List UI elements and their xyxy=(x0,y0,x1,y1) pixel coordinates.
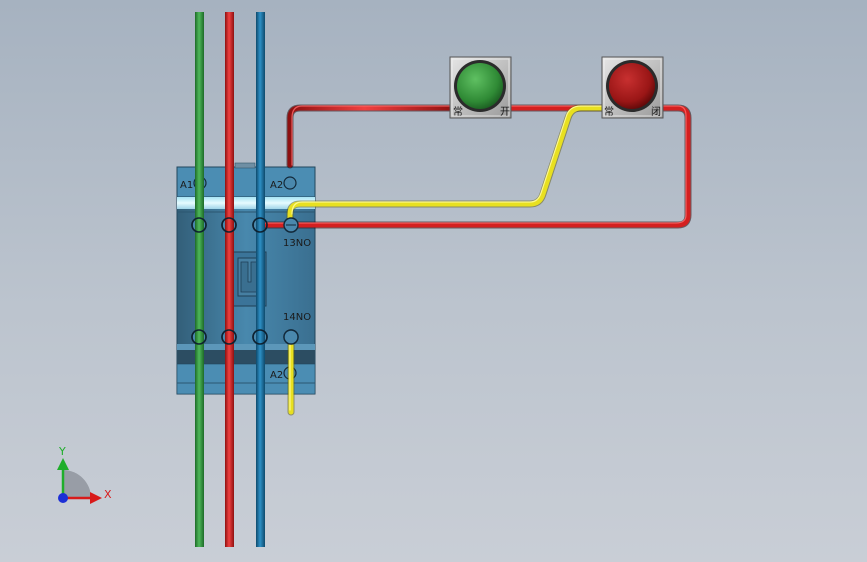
z-axis-origin-icon xyxy=(58,493,68,503)
wire-yellow-13no-to-red-button[interactable] xyxy=(287,105,610,228)
label-13no: 13NO xyxy=(283,238,311,249)
label-a1: A1 xyxy=(180,180,193,191)
wires xyxy=(261,104,692,416)
y-axis-arrow-icon xyxy=(57,458,69,470)
terminal-a2-top-screw[interactable] xyxy=(283,176,297,190)
green-pushbutton[interactable]: 常 开 xyxy=(449,56,512,119)
label-14no: 14NO xyxy=(283,312,311,323)
wire-blue-phase[interactable] xyxy=(256,12,265,547)
green-button-left-mark: 常 xyxy=(453,105,463,118)
axis-triad: Y X xyxy=(57,445,112,504)
label-a2-bottom: A2 xyxy=(270,370,283,381)
x-axis-label: X xyxy=(104,488,112,501)
y-axis-label: Y xyxy=(58,445,66,458)
wire-red-phase[interactable] xyxy=(225,12,234,547)
axis-rotation-arc-icon xyxy=(63,470,91,498)
contactor-dark-band xyxy=(177,350,315,364)
x-axis-arrow-icon xyxy=(90,492,102,504)
contactor-label-tab xyxy=(234,162,256,169)
green-button-right-mark: 开 xyxy=(500,107,510,118)
red-button-right-mark: 闭 xyxy=(651,105,661,118)
wire-green-phase[interactable] xyxy=(195,12,204,547)
power-lines xyxy=(195,12,265,547)
wire-red-a2-to-green-button[interactable] xyxy=(287,105,458,168)
contactor-highlight-strip xyxy=(177,197,315,209)
red-pushbutton[interactable]: 常 闭 xyxy=(601,56,664,119)
label-a2-top: A2 xyxy=(270,180,283,191)
wire-red-return-loop[interactable] xyxy=(262,105,691,228)
red-button-left-mark: 常 xyxy=(604,105,614,118)
